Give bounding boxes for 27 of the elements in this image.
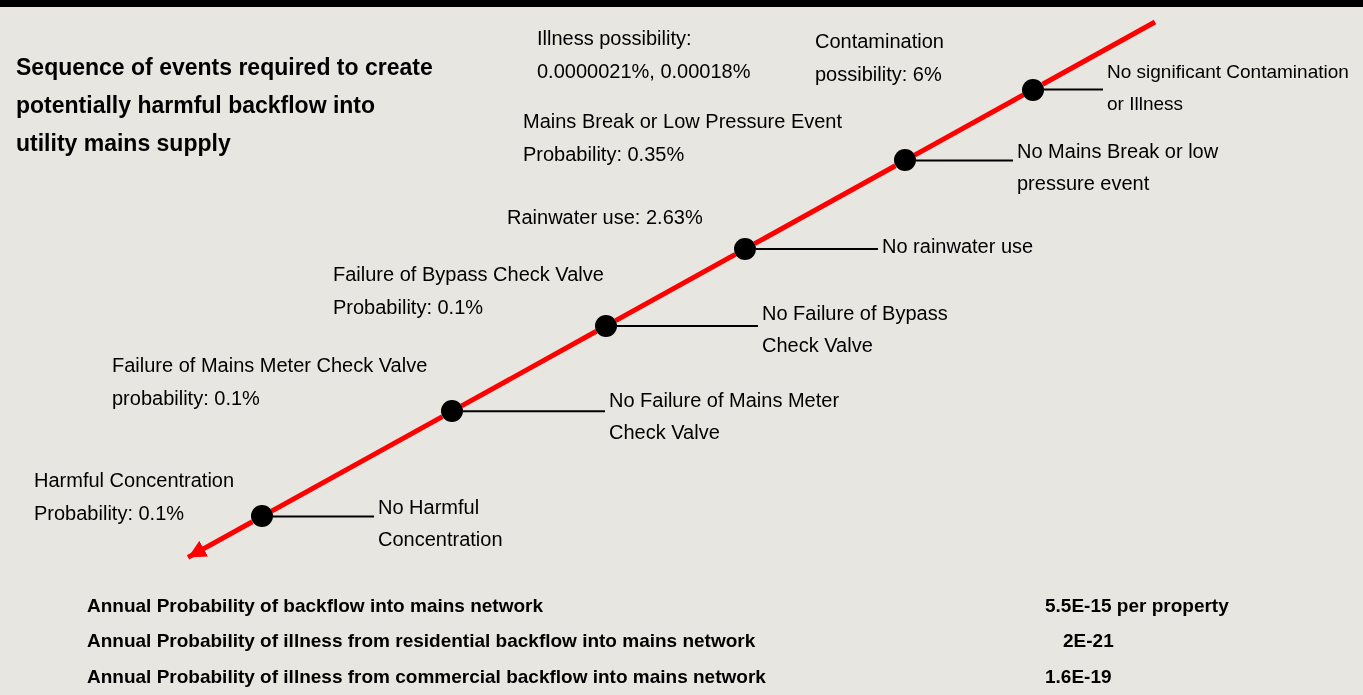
probability-label: Harmful Concentration Probability: 0.1% [34, 468, 236, 526]
leader-line [462, 410, 606, 413]
outcome-label: No significant Contamination or Illness [1107, 56, 1363, 120]
arrow [186, 519, 254, 560]
outcome-label: No Mains Break or low pressure event [1017, 135, 1232, 199]
probability-label: Illness possibility: 0.0000021%, 0.00018% [537, 26, 752, 84]
outcome-label: No Failure of Mains Meter Check Valve [609, 384, 844, 448]
result-description: Annual Probability of illness from commercial backflow into mains network [87, 665, 766, 689]
leader-line [755, 248, 879, 250]
leader-line [1043, 88, 1104, 91]
outcome-label: No rainwater use [882, 230, 1082, 262]
result-description: Annual Probability of backflow into mains network [87, 594, 544, 618]
result-value: 1.6E-19 [1045, 665, 1112, 689]
outcome-label: No Failure of Bypass Check Valve [762, 297, 987, 361]
result-value: 5.5E-15 per property [1045, 594, 1229, 618]
probability-label: Mains Break or Low Pressure Event Probability: 0.35% [523, 109, 844, 167]
result-value: 2E-21 [1063, 629, 1114, 653]
probability-label: Rainwater use: 2.63% [507, 205, 704, 230]
probability-label: Contamination possibility: 6% [815, 29, 945, 87]
leader-line [272, 515, 375, 518]
probability-label: Failure of Bypass Check Valve Probability: 0.1% [333, 262, 605, 320]
probability-label: Failure of Mains Meter Check Valve probability: 0.1% [112, 353, 429, 411]
leader-line [915, 159, 1014, 162]
outcome-label: No Harmful Concentration [378, 491, 553, 555]
result-description: Annual Probability of illness from residential backflow into mains network [87, 629, 756, 653]
leader-line [616, 324, 759, 327]
title: Sequence of events required to create potentially harmful backflow into utility mains supply [16, 53, 434, 158]
